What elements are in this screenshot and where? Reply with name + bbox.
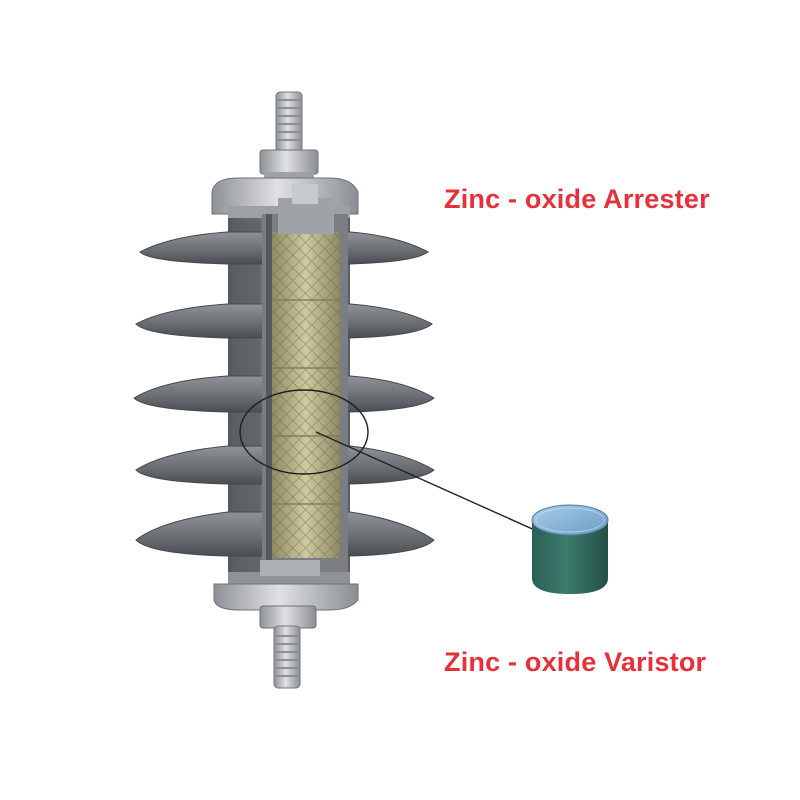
arrester-label: Zinc - oxide Arrester bbox=[444, 184, 710, 214]
bottom-nut bbox=[259, 605, 317, 629]
varistor-label: Zinc - oxide Varistor bbox=[444, 647, 707, 677]
callout-ellipse bbox=[239, 389, 369, 475]
top-nut bbox=[259, 149, 319, 180]
top-stud bbox=[275, 91, 303, 153]
varistor-pellet bbox=[531, 504, 609, 594]
bottom-stud bbox=[273, 625, 301, 689]
bottom-end-cap bbox=[213, 560, 359, 611]
callout-leader-line bbox=[315, 431, 549, 537]
top-spacer bbox=[278, 184, 334, 234]
varistor-stack bbox=[272, 232, 340, 558]
